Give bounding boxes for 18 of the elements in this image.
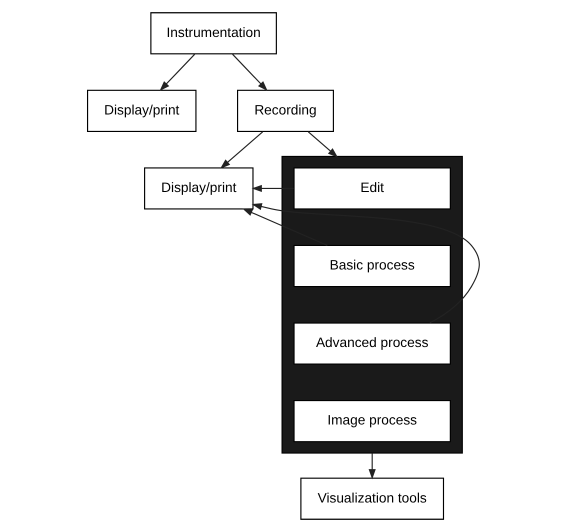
arrow: [242, 208, 328, 246]
arrow: [251, 184, 294, 192]
arrow: [307, 131, 338, 158]
node-box: Display/print: [86, 90, 196, 132]
node-box: Display/print: [144, 167, 254, 210]
node-box: Image process: [292, 400, 450, 442]
node-box: Edit: [292, 167, 450, 210]
node-box: Instrumentation: [150, 12, 276, 54]
node-box: Recording: [236, 90, 334, 132]
arrow: [159, 54, 195, 92]
arrow: [232, 54, 268, 92]
arrow: [220, 131, 263, 169]
arrow: [251, 203, 480, 324]
cluster: [281, 156, 462, 454]
node-box: Advanced process: [292, 322, 450, 365]
node-box: Visualization tools: [300, 478, 444, 520]
arrow: [368, 453, 376, 480]
node-box: Basic process: [292, 244, 450, 288]
